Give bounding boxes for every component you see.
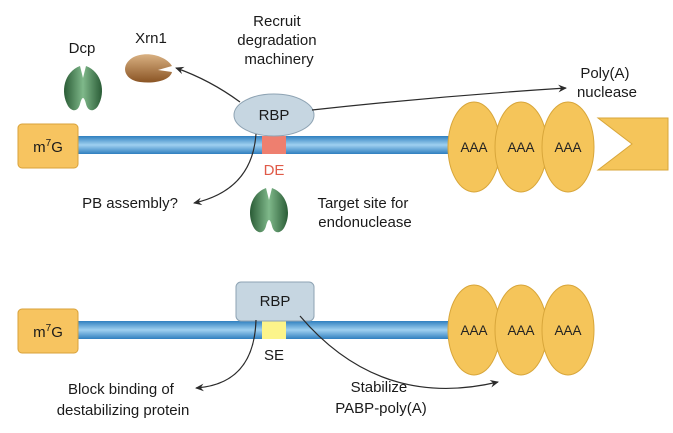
bottom-rbp <box>235 281 315 322</box>
bottom-polya-label-3: AAA <box>554 323 581 338</box>
top-de-element <box>262 136 286 154</box>
arrow-to-block-binding <box>195 319 257 392</box>
target-site-label: Target site for endonuclease <box>317 195 412 231</box>
top-polya-3 <box>541 101 595 193</box>
stabilize-label: Stabilize PABP-poly(A) <box>335 379 426 417</box>
top-cap-label: m7G <box>33 138 63 156</box>
top-de-label: DE <box>264 162 285 179</box>
arrow-to-pabp <box>299 315 499 389</box>
bottom-polya-3 <box>541 284 595 376</box>
bottom-cap-label: m7G <box>33 323 63 341</box>
bottom-rna-strand <box>70 321 450 339</box>
block-binding-label: Block binding of destabilizing protein <box>57 381 190 419</box>
endonuclease-icon <box>250 188 288 233</box>
arrow-to-nuclease <box>311 84 567 111</box>
top-panel: DE m7G RBP AAA AAA AAA Dcp Xrn1 Recruit … <box>17 13 669 233</box>
xrn1-label: Xrn1 <box>135 30 167 47</box>
recruit-label: Recruit degradation machinery <box>237 13 320 68</box>
top-polya-label-2: AAA <box>507 140 534 155</box>
top-polya-nuclease-icon <box>596 117 669 171</box>
top-polya-label-3: AAA <box>554 140 581 155</box>
top-cap-box <box>17 123 79 169</box>
top-polya-label-1: AAA <box>460 140 487 155</box>
top-rbp <box>233 93 315 137</box>
arrow-to-xrn1 <box>175 66 241 103</box>
bottom-rbp-label: RBP <box>260 293 291 310</box>
bottom-se-element <box>262 321 286 339</box>
xrn1-icon <box>125 54 172 83</box>
bottom-se-label: SE <box>264 347 284 364</box>
top-rna-strand <box>70 136 450 154</box>
bottom-polya-label-1: AAA <box>460 323 487 338</box>
top-rbp-label: RBP <box>259 107 290 124</box>
bottom-panel: SE m7G RBP AAA AAA AAA Block binding of … <box>17 281 595 419</box>
polya-nuclease-label: Poly(A) nuclease <box>577 65 637 101</box>
bottom-polya-label-2: AAA <box>507 323 534 338</box>
bottom-cap-box <box>17 308 79 354</box>
dcp-label: Dcp <box>69 40 96 57</box>
dcp-icon <box>64 66 102 111</box>
pb-assembly-label: PB assembly? <box>82 195 178 212</box>
arrow-to-pb-assembly <box>193 133 257 206</box>
